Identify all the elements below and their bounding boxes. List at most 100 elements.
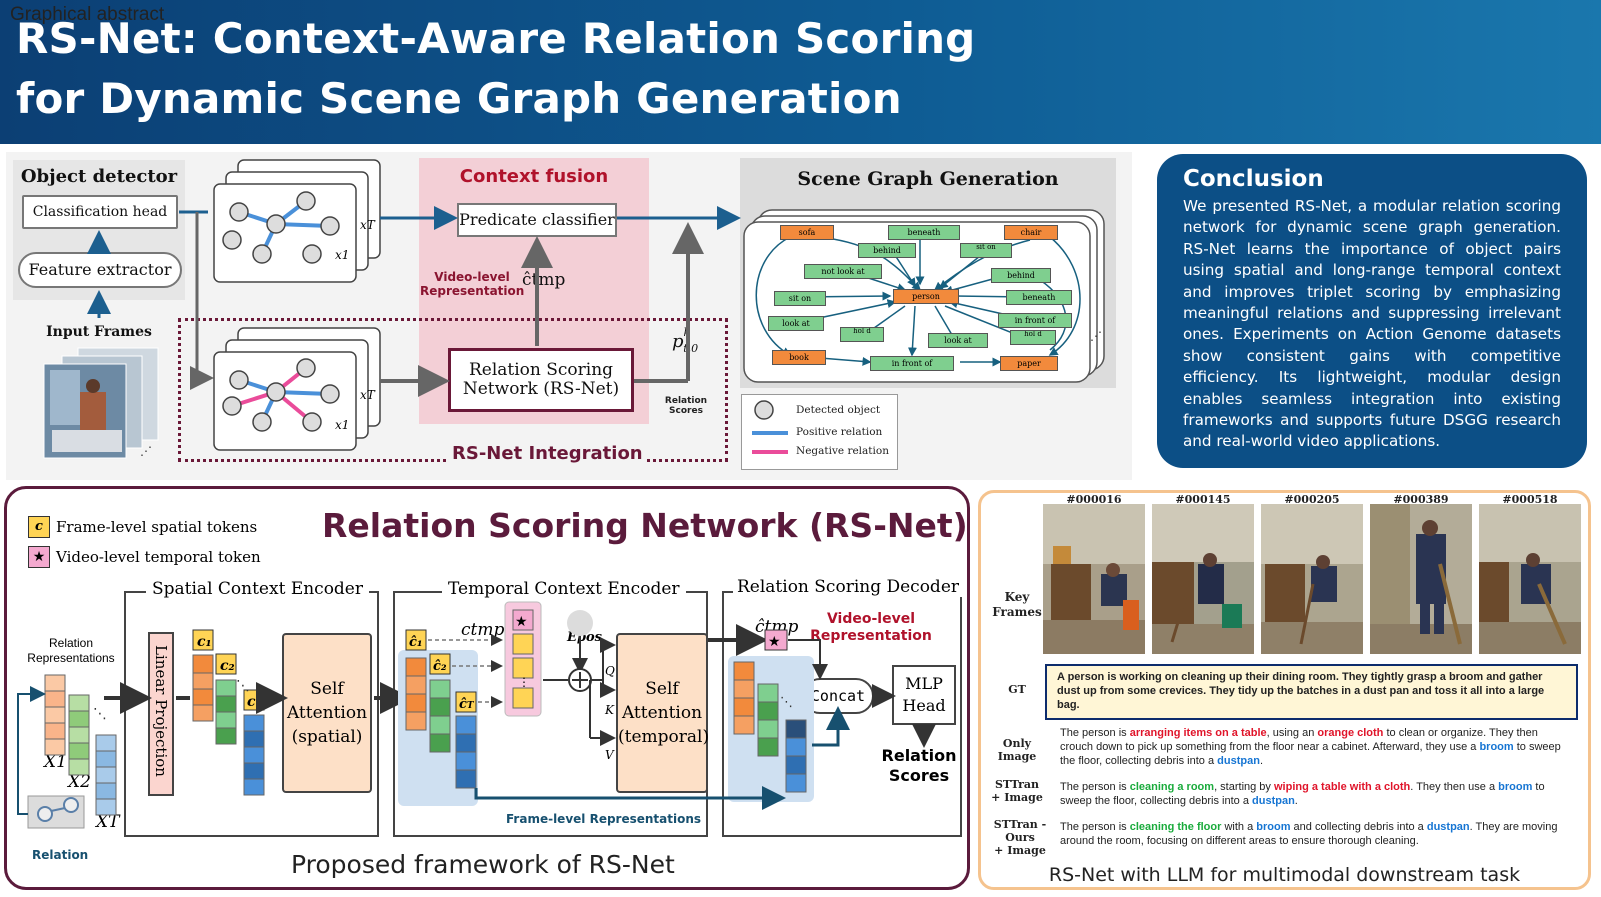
key-frame-3 xyxy=(1261,504,1363,654)
relation-scores-label: Relation Scores xyxy=(664,396,708,416)
ours-label: STTran - Ours+ Image xyxy=(978,818,1062,857)
relation-label: Relation xyxy=(32,848,89,862)
rs-net-caption: Proposed framework of RS-Net xyxy=(291,850,675,879)
sg-node-sit-on-2: sit on xyxy=(774,291,826,306)
video-level-representation-label: Video-level Representation xyxy=(420,270,525,298)
st-t2: , starting by xyxy=(1214,781,1274,793)
conclusion-title: Conclusion xyxy=(1183,166,1324,192)
sa-temporal-line-1: Self xyxy=(645,679,679,699)
graphical-abstract-label: Graphical abstract xyxy=(10,4,165,25)
sg-node-hold-2: hol d xyxy=(1010,330,1056,345)
svg-text:ĉ₂: ĉ₂ xyxy=(433,659,447,674)
sg-node-behind-1: behind xyxy=(858,243,916,258)
pipeline-graphics: ⋰ xyxy=(43,159,1105,459)
svg-text:⋱: ⋱ xyxy=(93,706,107,722)
v-label: V xyxy=(605,748,614,762)
rs-net-box: Relation Scoring Network (RS-Net) xyxy=(448,348,634,412)
st-g1: cleaning a room xyxy=(1129,781,1215,793)
sg-node-chair: chair xyxy=(1004,225,1058,240)
scene-graph-generation-title: Scene Graph Generation xyxy=(797,168,1059,190)
oi-b1: broom xyxy=(1479,741,1514,753)
decoder-star-token xyxy=(764,629,788,651)
oi-t5: . xyxy=(1259,755,1263,767)
feature-extractor-box: Feature extractor xyxy=(18,252,182,288)
oi-r2: orange cloth xyxy=(1317,727,1384,739)
svg-text:⋱: ⋱ xyxy=(780,695,793,710)
object-graph-top xyxy=(213,159,381,283)
p-letter: p xyxy=(672,331,684,352)
gt-caption-box: A person is working on cleaning up their… xyxy=(1045,664,1578,720)
ou-t1: The person is xyxy=(1060,821,1130,833)
ours-label-1: STTran - Ours xyxy=(993,818,1047,844)
video-token-legend-text: Video-level temporal token xyxy=(56,548,261,566)
decoder-video-level-line-1: Video-level xyxy=(826,611,916,627)
frame-level-representations-label: Frame-level Representations xyxy=(506,812,702,826)
epos-circle xyxy=(567,610,593,636)
rs-net-box-line-1: Relation Scoring xyxy=(468,360,614,380)
decoder-title: Relation Scoring Decoder xyxy=(733,577,964,597)
classification-head-box: Classification head xyxy=(22,195,178,229)
x2-label: X2 xyxy=(68,772,91,792)
rs-net-graphics: ⋱ c₁ c₂ cT ⋱ ĉ₁ ĉ₂ ĉT xyxy=(17,601,936,829)
sa-spatial-line-1: Self xyxy=(310,679,344,699)
frame-id-1: #000016 xyxy=(1066,493,1122,506)
sttran-label-1: STTran xyxy=(994,778,1040,791)
key-frame-1 xyxy=(1043,504,1145,654)
key-frame-4 xyxy=(1370,504,1472,654)
q-label: Q xyxy=(605,664,615,678)
self-attention-spatial-box: Self Attention (spatial) xyxy=(282,633,372,793)
rs-net-relation-scores: Relation Scores xyxy=(876,746,962,786)
xT-label: XT xyxy=(96,812,120,832)
st-t3: . They then use a xyxy=(1410,781,1499,793)
st-t5: . xyxy=(1294,795,1298,807)
sg-node-look-at-1: look at xyxy=(768,316,824,331)
input-frames-label: Input Frames xyxy=(46,324,152,340)
svg-text:ĉ₁: ĉ₁ xyxy=(409,635,423,650)
svg-text:⋱: ⋱ xyxy=(236,678,250,694)
svg-text:⋮: ⋮ xyxy=(518,675,530,689)
relation-icon-node-1 xyxy=(37,806,53,822)
input-frames-stack: ⋰ xyxy=(43,347,159,459)
legend-positive-relation: Positive relation xyxy=(796,426,883,438)
frame-token-legend-text: Frame-level spatial tokens xyxy=(56,518,258,536)
legend-detected-object: Detected object xyxy=(796,404,881,416)
sg-node-not-look-at: not look at xyxy=(804,264,882,279)
key-frame-2 xyxy=(1152,504,1254,654)
svg-text:c₁: c₁ xyxy=(197,634,212,650)
sg-node-hold-1: hol d xyxy=(840,327,884,342)
temporal-c-hat-labels xyxy=(405,629,477,713)
llm-panel xyxy=(978,490,1591,890)
object-detector-title: Object detector xyxy=(20,166,178,187)
top-graph-xT-label: xT xyxy=(360,218,375,232)
sg-node-in-front-of-1: in front of xyxy=(998,313,1072,328)
mlp-head-line-1: MLP xyxy=(905,674,943,693)
llm-caption: RS-Net with LLM for multimodal downstrea… xyxy=(1048,864,1521,886)
c-tmp-symbol: ĉtmp xyxy=(522,270,566,290)
temporal-token-columns xyxy=(398,650,478,806)
sa-spatial-line-2: Attention xyxy=(286,703,368,723)
temporal-star-token: ★ xyxy=(515,614,528,630)
svg-text:ĉT: ĉT xyxy=(459,697,475,712)
sg-node-beneath-1: beneath xyxy=(888,225,960,240)
bottom-graph-x1-label: x1 xyxy=(335,418,350,432)
object-graph-bottom xyxy=(213,327,381,451)
svg-text:★: ★ xyxy=(768,634,781,650)
decoder-video-level-line-2: Representation xyxy=(810,628,932,644)
sttran-label-2: + Image xyxy=(991,791,1043,804)
relation-scores-line-2: Scores xyxy=(888,766,950,785)
gt-label: GT xyxy=(1008,683,1026,696)
oi-t2: , using an xyxy=(1266,727,1318,739)
ours-label-2: + Image xyxy=(994,844,1046,857)
spatial-token-columns xyxy=(192,654,265,796)
rs-net-box-line-2: Network (RS-Net) xyxy=(462,379,620,399)
ours-caption: The person is cleaning the floor with a … xyxy=(1060,820,1570,848)
frame-token-legend-icon: c xyxy=(28,516,50,538)
oi-b2: dustpan xyxy=(1217,755,1260,767)
relation-representations-label: Relation Representations xyxy=(27,636,115,665)
spatial-encoder-title: Spatial Context Encoder xyxy=(146,579,369,599)
ou-b2: dustpan xyxy=(1426,821,1470,833)
sg-node-sofa: sofa xyxy=(780,225,834,240)
page-title-line-1: RS-Net: Context-Aware Relation Scoring xyxy=(16,14,976,63)
ou-t2: with a xyxy=(1221,821,1257,833)
sg-node-paper: paper xyxy=(1000,356,1058,371)
